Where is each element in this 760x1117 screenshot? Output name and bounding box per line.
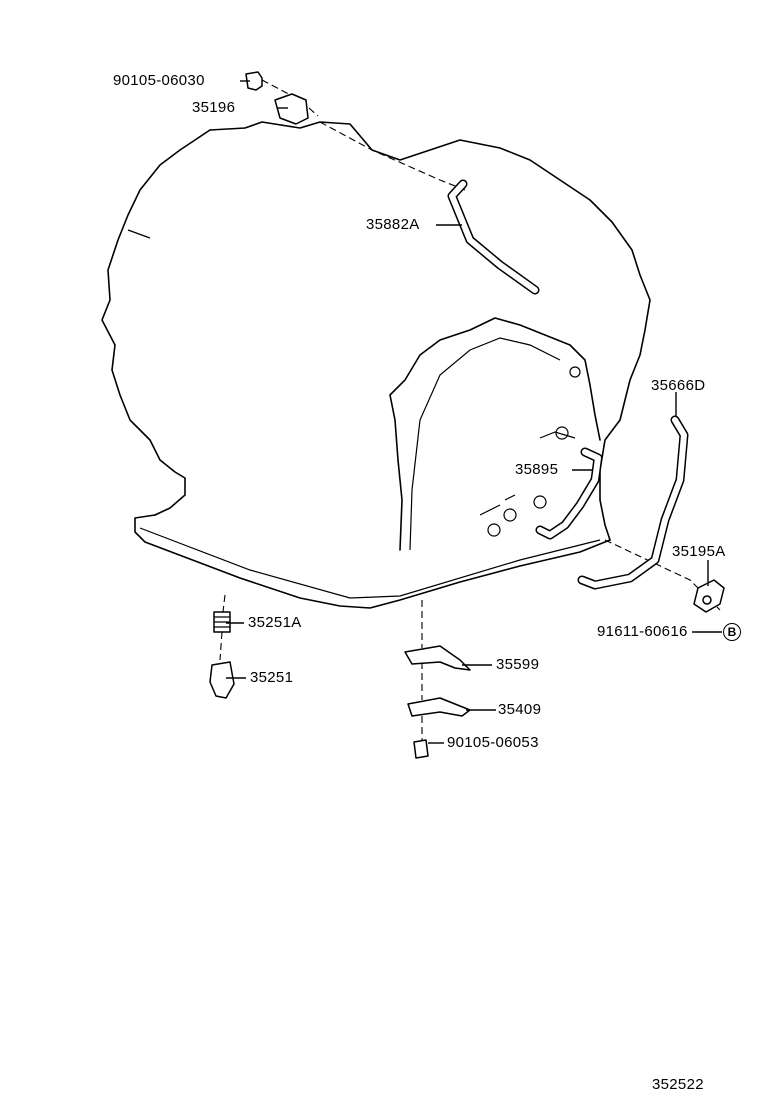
pipe-35882A bbox=[447, 179, 540, 295]
bell-housing-outline bbox=[389, 317, 601, 551]
part-label-90105-06053[interactable]: 90105-06053 bbox=[447, 734, 539, 751]
part-label-35195A[interactable]: 35195A bbox=[672, 543, 726, 560]
part-label-35599[interactable]: 35599 bbox=[496, 656, 540, 673]
oil-pan-outline bbox=[134, 514, 611, 609]
part-label-35895[interactable]: 35895 bbox=[515, 461, 559, 478]
diagram-id: 352522 bbox=[652, 1076, 704, 1093]
bracket-35409 bbox=[407, 697, 471, 717]
transmission-case-outline bbox=[209, 121, 651, 541]
clamp-35196 bbox=[274, 93, 309, 125]
part-label-35196[interactable]: 35196 bbox=[192, 99, 236, 116]
part-label-35409[interactable]: 35409 bbox=[498, 701, 542, 718]
part-label-90105-06030[interactable]: 90105-06030 bbox=[113, 72, 205, 89]
part-label-91611-60616[interactable]: 91611-60616 bbox=[597, 623, 688, 640]
ref-marker-b: B bbox=[723, 623, 741, 641]
bolt-90105-06030 bbox=[245, 71, 263, 91]
part-label-35882A[interactable]: 35882A bbox=[366, 216, 420, 233]
valve-35251 bbox=[209, 661, 235, 699]
bracket-35599 bbox=[404, 645, 471, 671]
part-label-35666D[interactable]: 35666D bbox=[651, 377, 706, 394]
part-label-35251A[interactable]: 35251A bbox=[248, 614, 302, 631]
bolt-90105-06053 bbox=[413, 739, 429, 759]
part-label-35251[interactable]: 35251 bbox=[250, 669, 294, 686]
